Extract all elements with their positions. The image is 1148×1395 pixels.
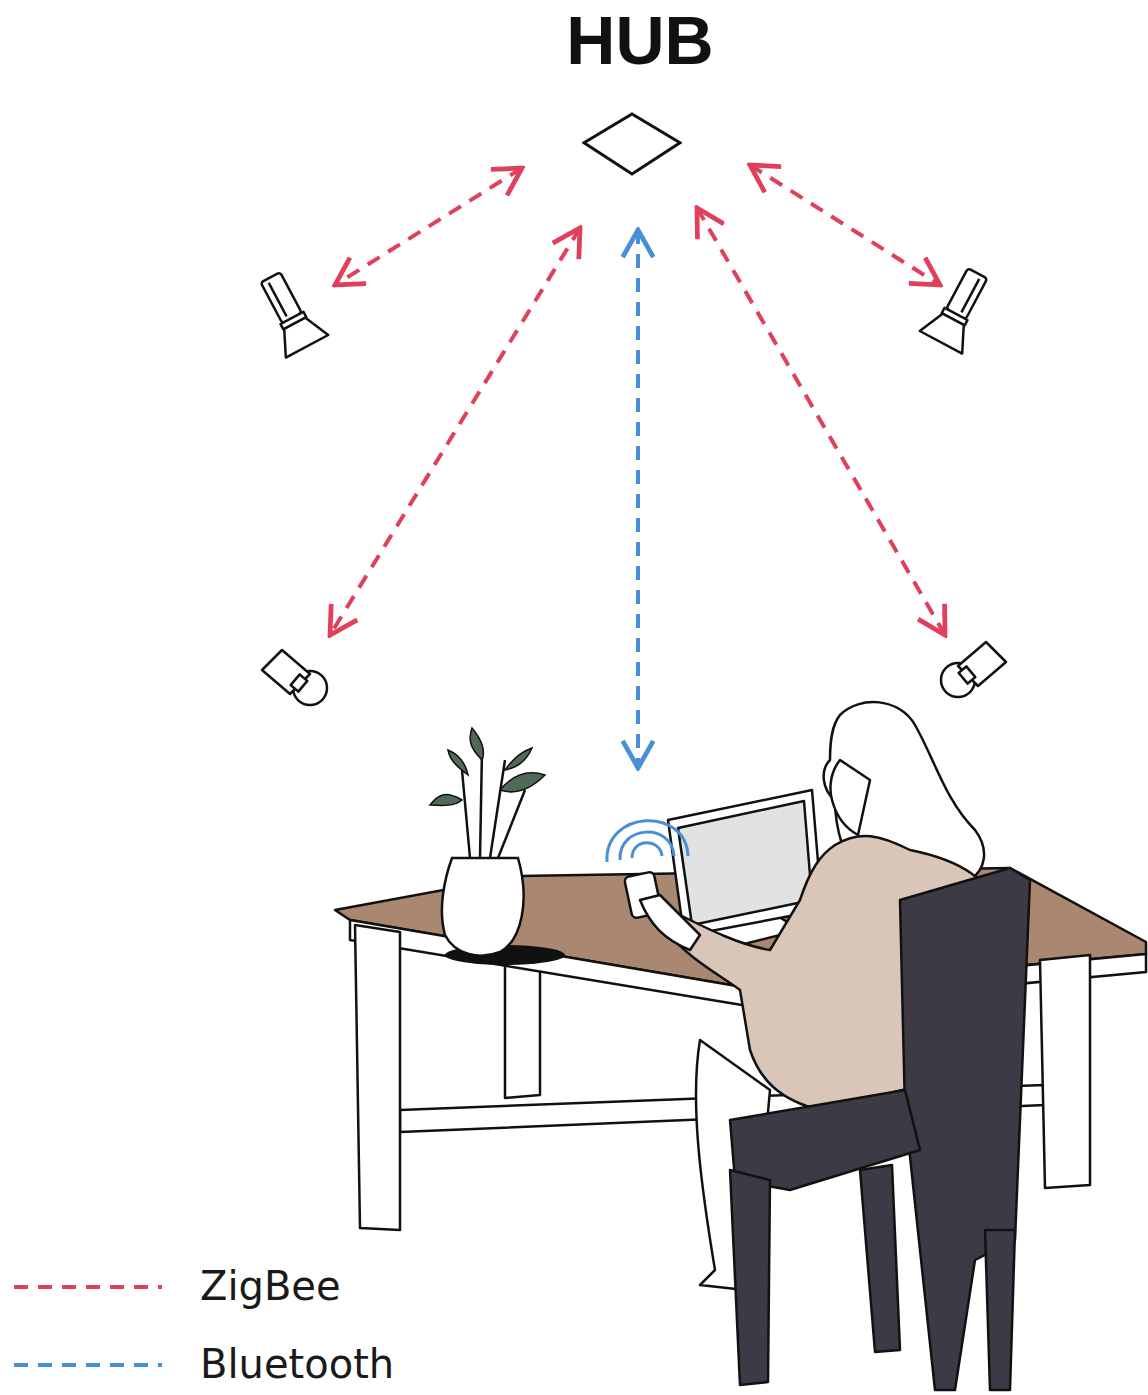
sensor-box [262,650,310,694]
spotlight-cone [274,312,329,357]
zigbee-link [330,228,580,635]
legend-line-bluetooth [14,1363,162,1367]
chair-back [900,868,1030,1390]
chair [730,868,1030,1390]
phone [624,871,700,950]
sensor-window [291,674,308,691]
chair-leg [860,1165,900,1352]
plant-leaf [430,795,462,806]
vase [442,858,524,956]
plant-leaf [500,773,545,792]
legend-label: ZigBee [200,1266,341,1306]
chair-leg [985,1230,1015,1390]
plant-stem [462,770,470,858]
sensor-window [959,666,976,683]
bluetooth-link [636,230,640,768]
plant-stem [498,790,525,858]
zigbee-link [335,168,522,285]
sensor [262,650,327,705]
wave [632,843,662,858]
legend-line-zigbee [14,1285,162,1289]
wave [620,832,674,860]
plant-leaf [448,750,468,775]
person-face [830,760,870,835]
table-leg [1040,955,1090,1188]
hub-node: HUB [530,0,750,185]
sensor [941,642,1006,697]
legend-label: Bluetooth [200,1344,394,1384]
spotlight-cone [920,308,975,353]
plant-stem [480,750,482,858]
zigbee-link [750,165,940,285]
table-leg [355,925,400,1230]
spotlight [920,262,999,353]
zigbee-link [697,208,945,635]
hub-label: HUB [530,6,750,74]
wave [607,821,688,862]
laptop-display [678,801,812,925]
plant [430,728,565,965]
plant-leaves [430,728,545,805]
hub-diamond [582,112,682,176]
plant-leaf [505,748,532,770]
phone-hand [640,895,700,950]
plant-leaf [470,728,483,760]
spotlight [249,266,328,357]
sensor-box [958,642,1006,686]
diamond-outline [584,114,680,174]
bluetooth-waves [607,821,688,862]
chair-leg [730,1170,770,1385]
spotlight-line [269,283,287,317]
spotlight-line [961,279,979,313]
